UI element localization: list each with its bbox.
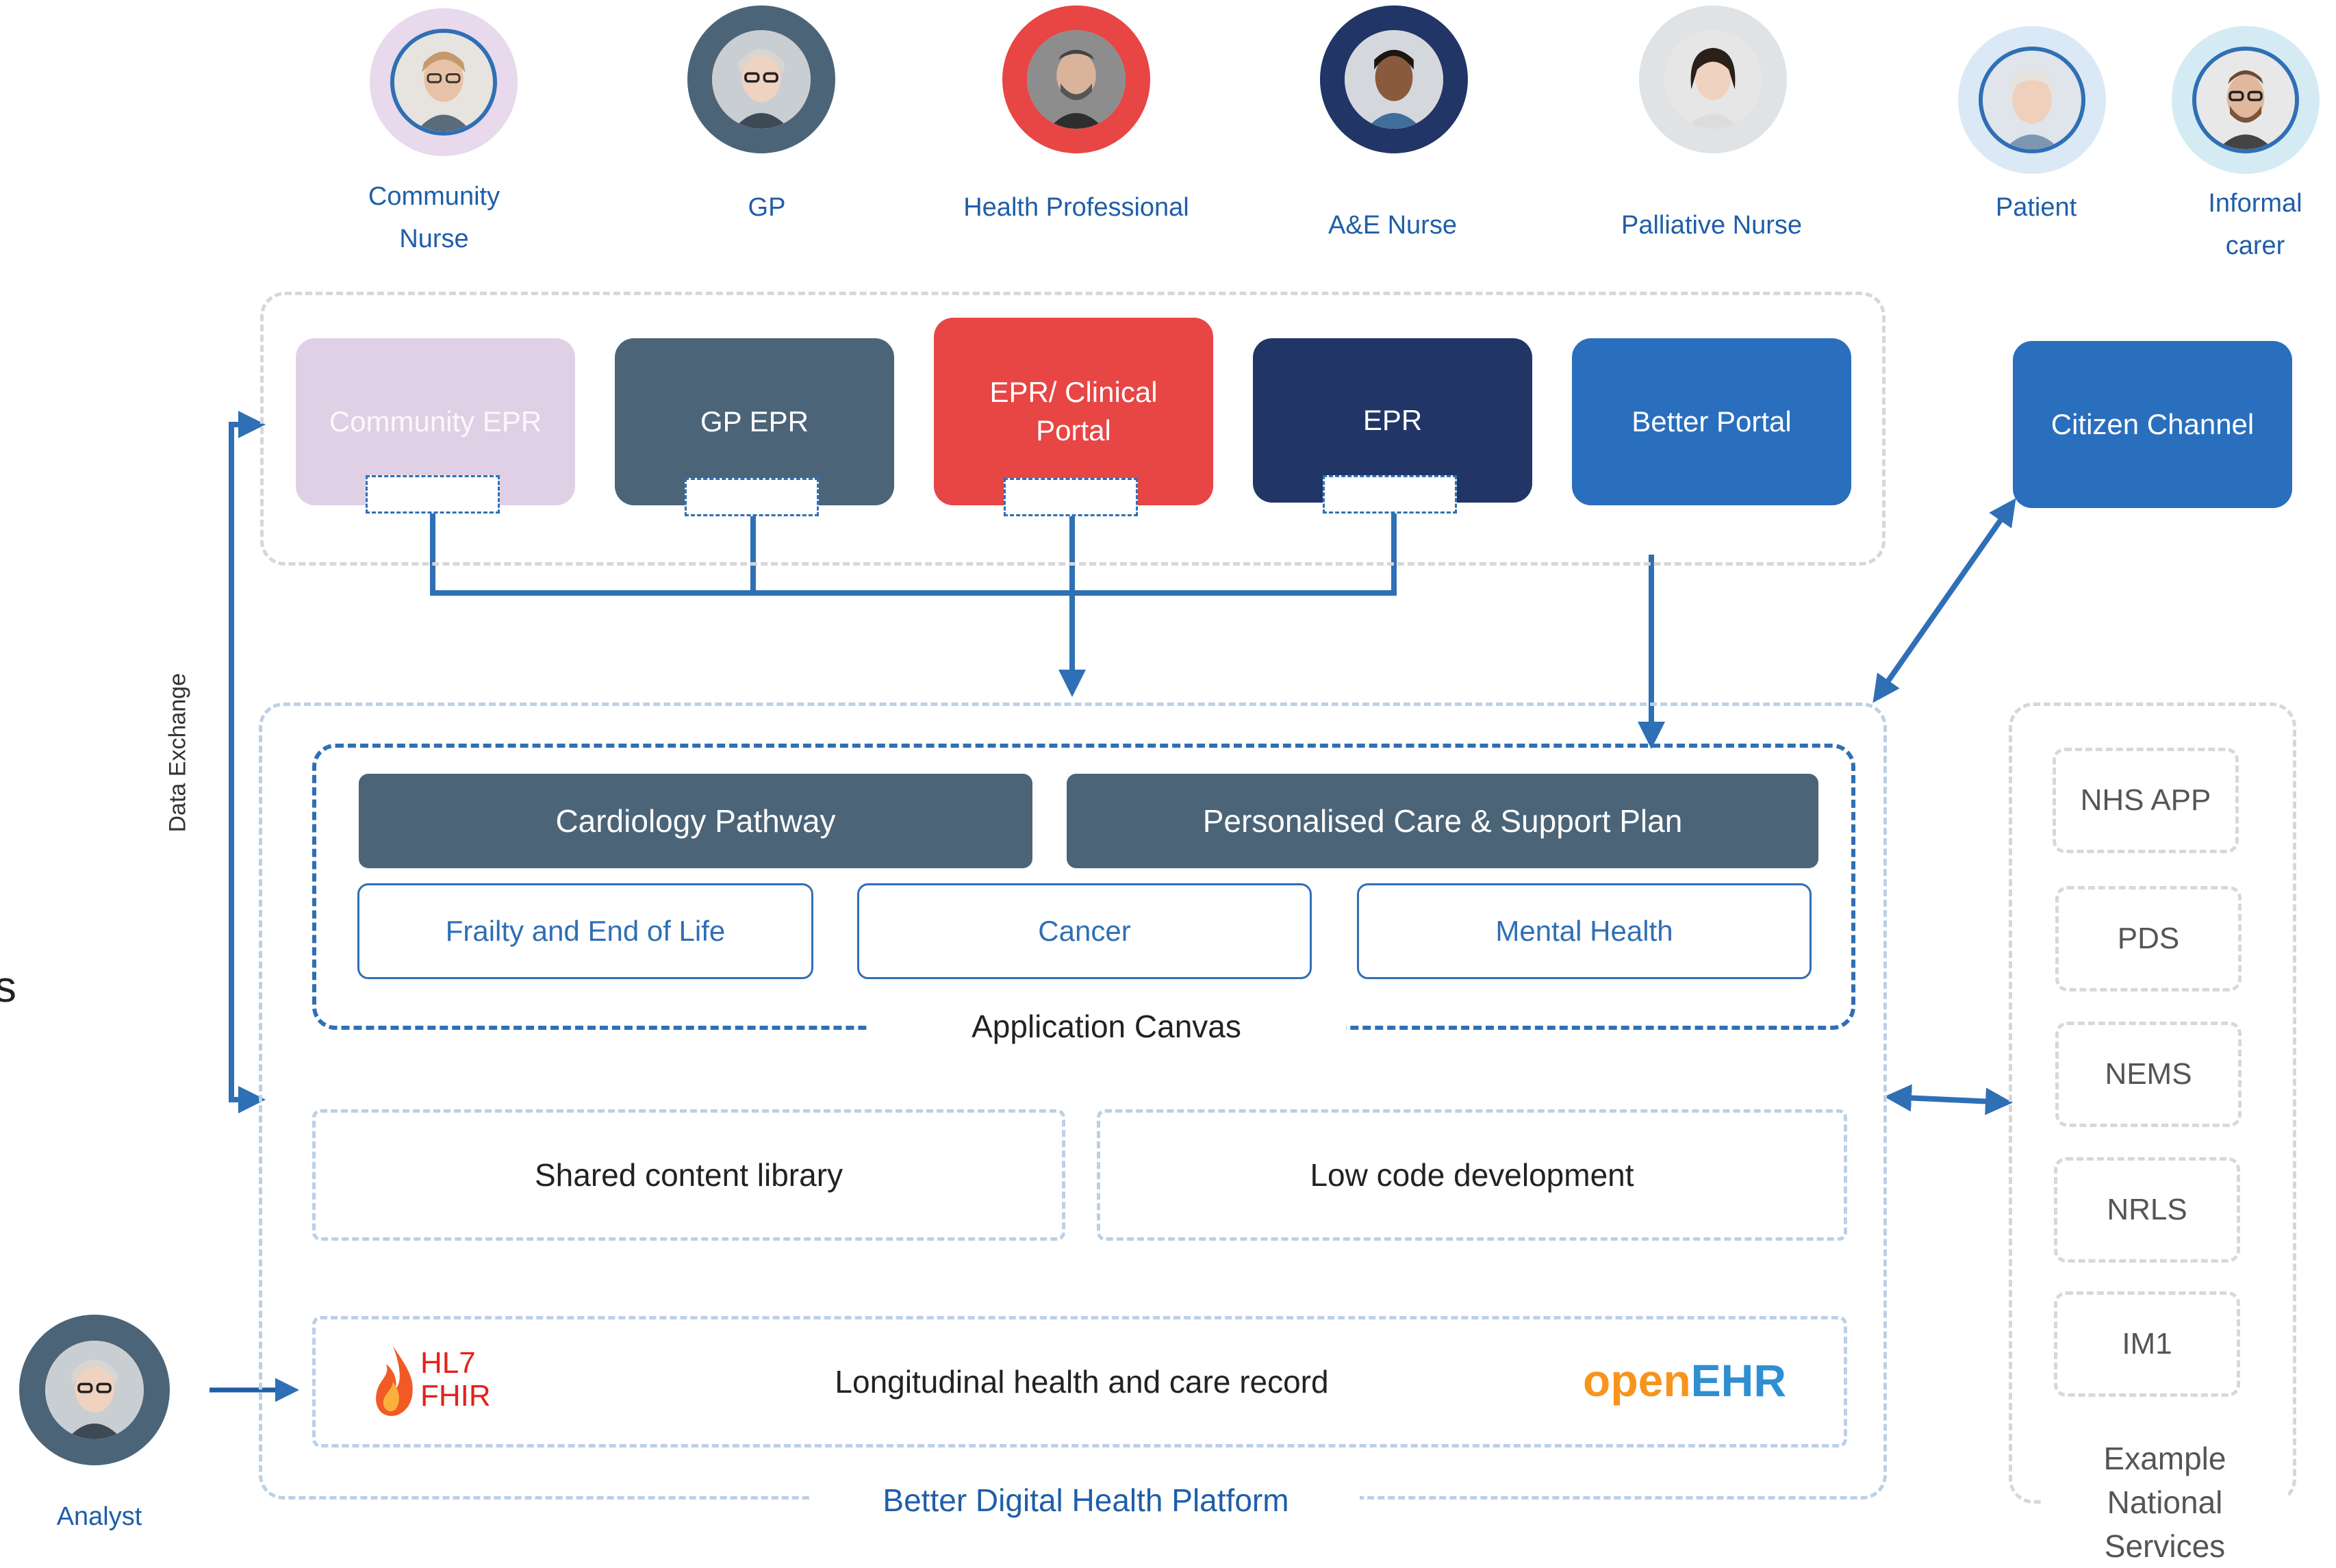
informal-carer-label-line1: Informal <box>2208 189 2302 218</box>
national-services-label-line2: National <box>2107 1484 2223 1520</box>
longitudinal-record-label: Longitudinal health and care record <box>835 1364 1329 1400</box>
data-exchange-label: Data Exchange <box>164 673 191 833</box>
gp-epr-box[interactable]: GP EPR <box>615 338 894 505</box>
community-nurse-avatar <box>370 8 518 156</box>
palliative-nurse-avatar <box>1639 5 1787 153</box>
nems-service[interactable]: NEMS <box>2055 1022 2242 1127</box>
cardiology-pathway-bar[interactable]: Cardiology Pathway <box>359 774 1032 868</box>
platform-label: Better Digital Health Platform <box>812 1482 1360 1519</box>
cancer-pill[interactable]: Cancer <box>857 883 1312 979</box>
shared-content-box <box>312 1109 1065 1241</box>
epr-clinical-portal-box[interactable]: EPR/ Clinical Portal <box>934 318 1213 505</box>
shared-content-label: Shared content library <box>534 1157 843 1193</box>
health-professional-avatar <box>1002 5 1150 153</box>
community-nurse-label-line2: Nurse <box>399 225 469 253</box>
low-code-box <box>1097 1109 1847 1241</box>
better-portal-box[interactable]: Better Portal <box>1572 338 1851 505</box>
national-services-label-line1: Example <box>2103 1441 2226 1476</box>
hl7-text: HL7 <box>420 1346 476 1380</box>
openehr-logo: openEHR <box>1583 1353 1786 1408</box>
personalised-care-bar[interactable]: Personalised Care & Support Plan <box>1067 774 1818 868</box>
analyst-label: Analyst <box>56 1502 142 1531</box>
ae-nurse-avatar <box>1320 5 1468 153</box>
gp-epr-plug <box>685 478 819 516</box>
epr-clinical-portal-plug <box>1004 478 1138 516</box>
patient-label: Patient <box>1995 193 2077 222</box>
nrls-service[interactable]: NRLS <box>2054 1157 2240 1263</box>
frailty-pill[interactable]: Frailty and End of Life <box>357 883 813 979</box>
health-professional-label: Health Professional <box>963 193 1189 222</box>
community-nurse-label-line1: Community <box>368 182 500 211</box>
national-services-label-line3: Services <box>2104 1528 2226 1564</box>
openehr-open-text: open <box>1583 1355 1691 1406</box>
hl7-fhir-logo: HL7 FHIR <box>372 1343 503 1419</box>
pds-service[interactable]: PDS <box>2055 886 2242 991</box>
longitudinal-record-box <box>312 1316 1847 1447</box>
palliative-nurse-label: Palliative Nurse <box>1621 211 1802 240</box>
application-canvas-label: Application Canvas <box>867 1008 1346 1045</box>
epr-clinical-portal-line1: EPR/ Clinical <box>989 376 1158 408</box>
community-nurse-label: Community Nurse <box>283 175 585 260</box>
mental-health-pill[interactable]: Mental Health <box>1357 883 1812 979</box>
edge-text-fragment: s <box>0 962 16 1011</box>
patient-avatar <box>1958 26 2106 174</box>
gp-label: GP <box>748 193 786 222</box>
national-services-label: Example National Services <box>2042 1437 2288 1568</box>
data-exchange-arrow <box>229 411 266 1113</box>
flame-icon <box>376 1346 413 1416</box>
openehr-ehr-text: EHR <box>1690 1355 1787 1406</box>
community-epr-plug <box>366 475 500 514</box>
informal-carer-avatar <box>2172 26 2320 174</box>
apps-container <box>260 292 1886 566</box>
informal-carer-label-line2: carer <box>2225 231 2285 260</box>
epr-plug <box>1323 475 1457 514</box>
fhir-text: FHIR <box>420 1379 491 1413</box>
gp-avatar <box>687 5 835 153</box>
national-services-arrow <box>1884 1084 2013 1115</box>
citizen-channel-box[interactable]: Citizen Channel <box>2013 341 2292 508</box>
low-code-label: Low code development <box>1310 1157 1634 1193</box>
analyst-avatar <box>19 1315 170 1465</box>
epr-clinical-portal-line2: Portal <box>1036 414 1111 446</box>
informal-carer-label: Informal carer <box>2105 182 2336 267</box>
nhs-app-service[interactable]: NHS APP <box>2053 748 2239 853</box>
epr-merge-connector <box>430 507 1397 596</box>
im1-service[interactable]: IM1 <box>2054 1291 2240 1397</box>
ae-nurse-label: A&E Nurse <box>1328 211 1457 240</box>
citizen-channel-arrow <box>1872 498 2016 703</box>
